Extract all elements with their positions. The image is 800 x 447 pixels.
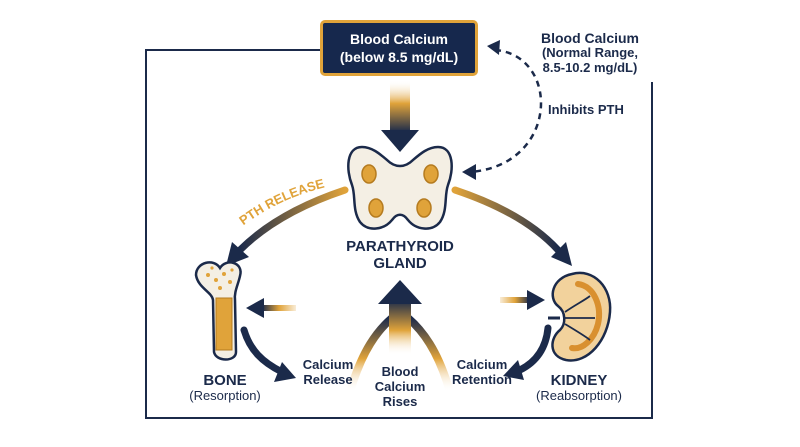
calcium-retention-line1: Calcium (456, 357, 508, 372)
arrow-to-kidney-head (551, 242, 572, 266)
bone-icon (194, 261, 242, 361)
normal-range-line3: 8.5-10.2 mg/dL) (542, 60, 638, 76)
gland-line2: GLAND (373, 255, 427, 273)
rise-arrow-center-shaft (389, 300, 411, 355)
arrow-kidney-retention-head (503, 360, 524, 380)
rises-line3: Rises (382, 393, 418, 409)
arrow-bone-release-head (274, 362, 296, 382)
inhibit-arrowhead-top (487, 40, 500, 55)
calcium-retention-label: Calcium Retention (442, 357, 522, 388)
down-arrow-shaft (390, 80, 410, 132)
arrow-bone-release (240, 326, 286, 376)
bone-sub: (Resorption) (189, 388, 261, 404)
arrow-into-bone-shaft (262, 305, 296, 311)
inhibits-pth-label: Inhibits PTH (548, 102, 624, 117)
rises-line2: Calcium (374, 378, 426, 394)
gland-line1: PARATHYROID (346, 238, 454, 255)
down-arrow-head (381, 130, 419, 152)
kidney-icon (548, 271, 612, 362)
arrow-to-bone (236, 186, 349, 254)
arrow-into-kidney-shaft (500, 297, 530, 303)
rise-arrow-right (404, 314, 454, 396)
low-calcium-box: Blood Calcium (below 8.5 mg/dL) (320, 20, 478, 76)
rise-arrow-left (346, 314, 396, 396)
bone-label: BONE (Resorption) (175, 372, 275, 404)
calcium-retention-line2: Retention (452, 371, 512, 387)
parathyroid-gland-icon (347, 145, 453, 230)
normal-range-line2: (Normal Range, (541, 45, 639, 61)
calcium-release-label: Calcium Release (292, 357, 364, 388)
bone-name: BONE (203, 372, 247, 389)
arrow-to-kidney (451, 186, 562, 254)
arrow-into-kidney-head (527, 290, 545, 310)
calcium-release-line2: Release (303, 371, 353, 387)
parathyroid-gland-label: PARATHYROID GLAND (340, 238, 460, 273)
arrow-into-bone-head (246, 298, 264, 318)
inhibit-dashed-line (469, 48, 543, 174)
low-calcium-line1: Blood Calcium (349, 30, 448, 47)
blood-calcium-rises-label: Blood Calcium Rises (365, 364, 435, 410)
rise-arrow-center-head (378, 280, 422, 304)
normal-range-label: Blood Calcium (Normal Range, 8.5-10.2 mg… (530, 30, 650, 76)
kidney-name: KIDNEY (550, 372, 608, 389)
inhibit-arrowhead-gland (462, 164, 476, 180)
arrow-kidney-retention (516, 324, 552, 374)
arrow-to-bone-head (226, 242, 249, 266)
normal-range-line1: Blood Calcium (540, 30, 639, 46)
kidney-sub: (Reabsorption) (536, 388, 622, 404)
kidney-label: KIDNEY (Reabsorption) (524, 372, 634, 404)
calcium-release-line1: Calcium (302, 357, 354, 372)
feedback-frame (145, 49, 653, 419)
low-calcium-line2: (below 8.5 mg/dL) (339, 49, 459, 65)
rises-line1: Blood (381, 364, 419, 379)
